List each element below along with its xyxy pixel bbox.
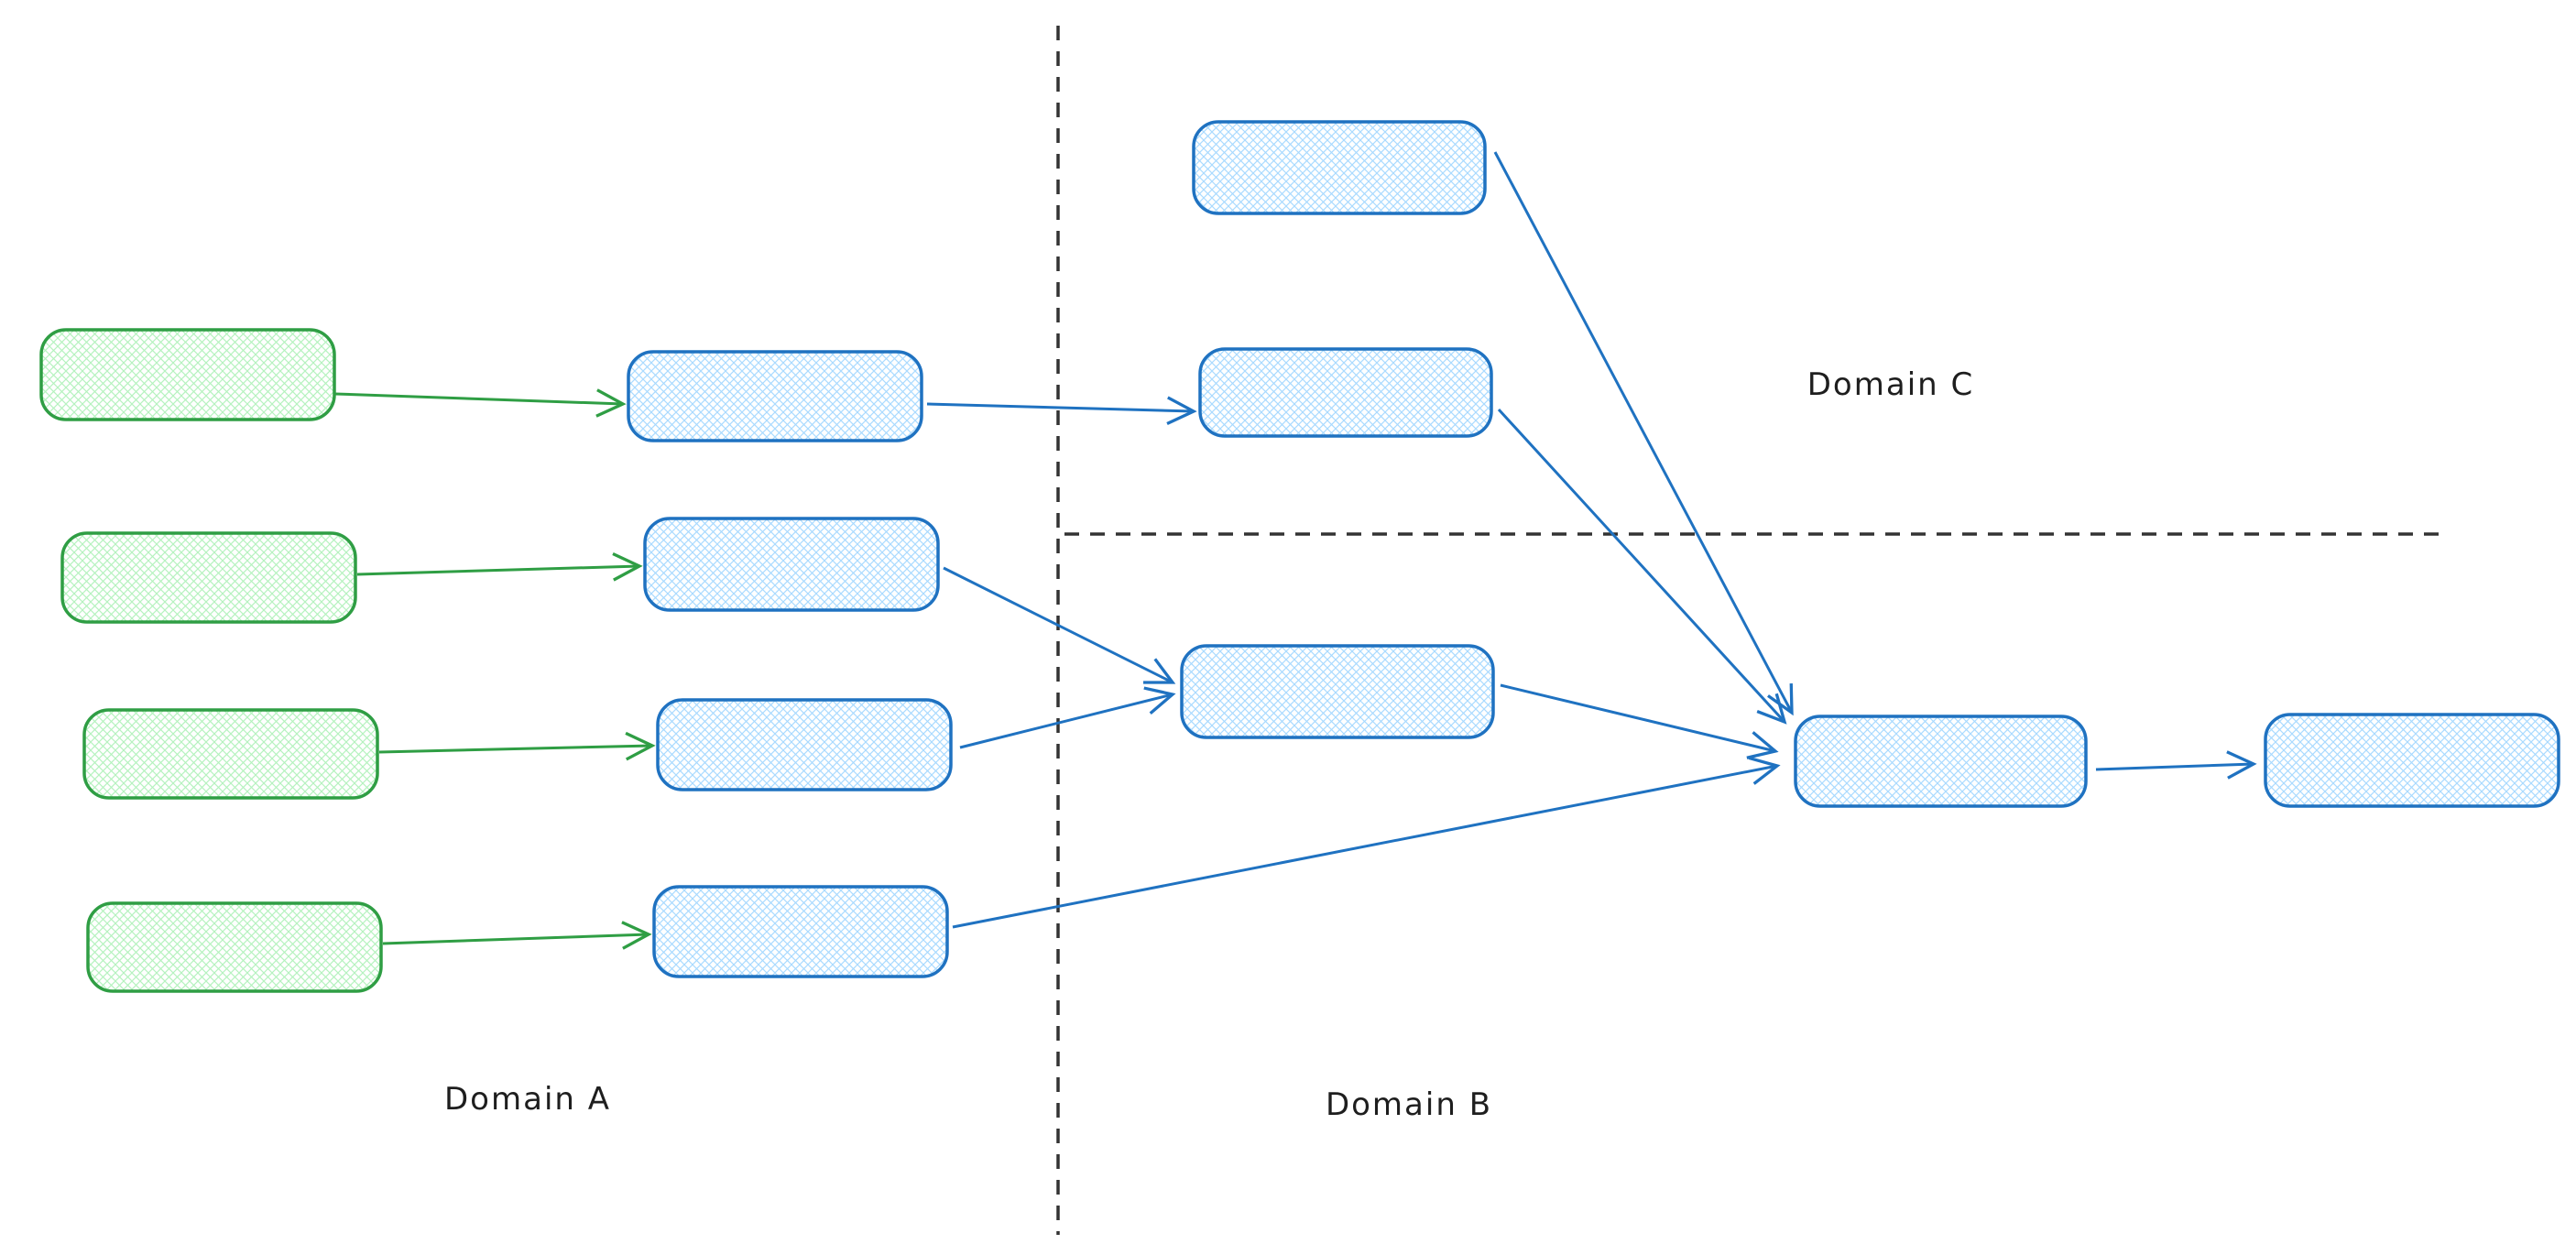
node-final-blue[interactable] bbox=[2264, 713, 2560, 808]
arrow-m2-b1[interactable] bbox=[943, 566, 1176, 684]
label-domain-b[interactable]: Domain B bbox=[1326, 1086, 1492, 1123]
arrow-m1-c2[interactable] bbox=[926, 396, 1197, 426]
arrow-c2-hub[interactable] bbox=[1497, 408, 1787, 725]
arrow-a3-m3[interactable] bbox=[378, 731, 656, 761]
node-m2-blue[interactable] bbox=[643, 517, 940, 612]
node-a1-green[interactable] bbox=[39, 328, 336, 421]
node-m4-blue[interactable] bbox=[652, 885, 949, 978]
arrow-b1-hub[interactable] bbox=[1500, 683, 1779, 759]
node-b1-blue[interactable] bbox=[1180, 644, 1495, 739]
arrow-a4-m4[interactable] bbox=[382, 921, 652, 950]
node-a2-green[interactable] bbox=[60, 531, 357, 624]
arrow-a1-m1[interactable] bbox=[334, 388, 627, 418]
node-m1-blue[interactable] bbox=[627, 350, 923, 442]
arrow-m3-b1[interactable] bbox=[959, 686, 1176, 749]
node-a3-green[interactable] bbox=[82, 708, 379, 800]
node-m3-blue[interactable] bbox=[656, 698, 953, 791]
arrow-c1-hub[interactable] bbox=[1493, 151, 1794, 716]
node-c2-blue[interactable] bbox=[1198, 347, 1493, 438]
arrow-a2-m2[interactable] bbox=[356, 552, 643, 582]
node-hub-blue[interactable] bbox=[1794, 715, 2088, 808]
label-domain-a[interactable]: Domain A bbox=[444, 1081, 611, 1118]
label-domain-c[interactable]: Domain C bbox=[1807, 366, 1974, 403]
node-a4-green[interactable] bbox=[86, 901, 383, 993]
arrow-m4-hub[interactable] bbox=[952, 756, 1781, 929]
arrow-hub-final[interactable] bbox=[2095, 750, 2257, 780]
node-c1-blue[interactable] bbox=[1192, 120, 1487, 215]
